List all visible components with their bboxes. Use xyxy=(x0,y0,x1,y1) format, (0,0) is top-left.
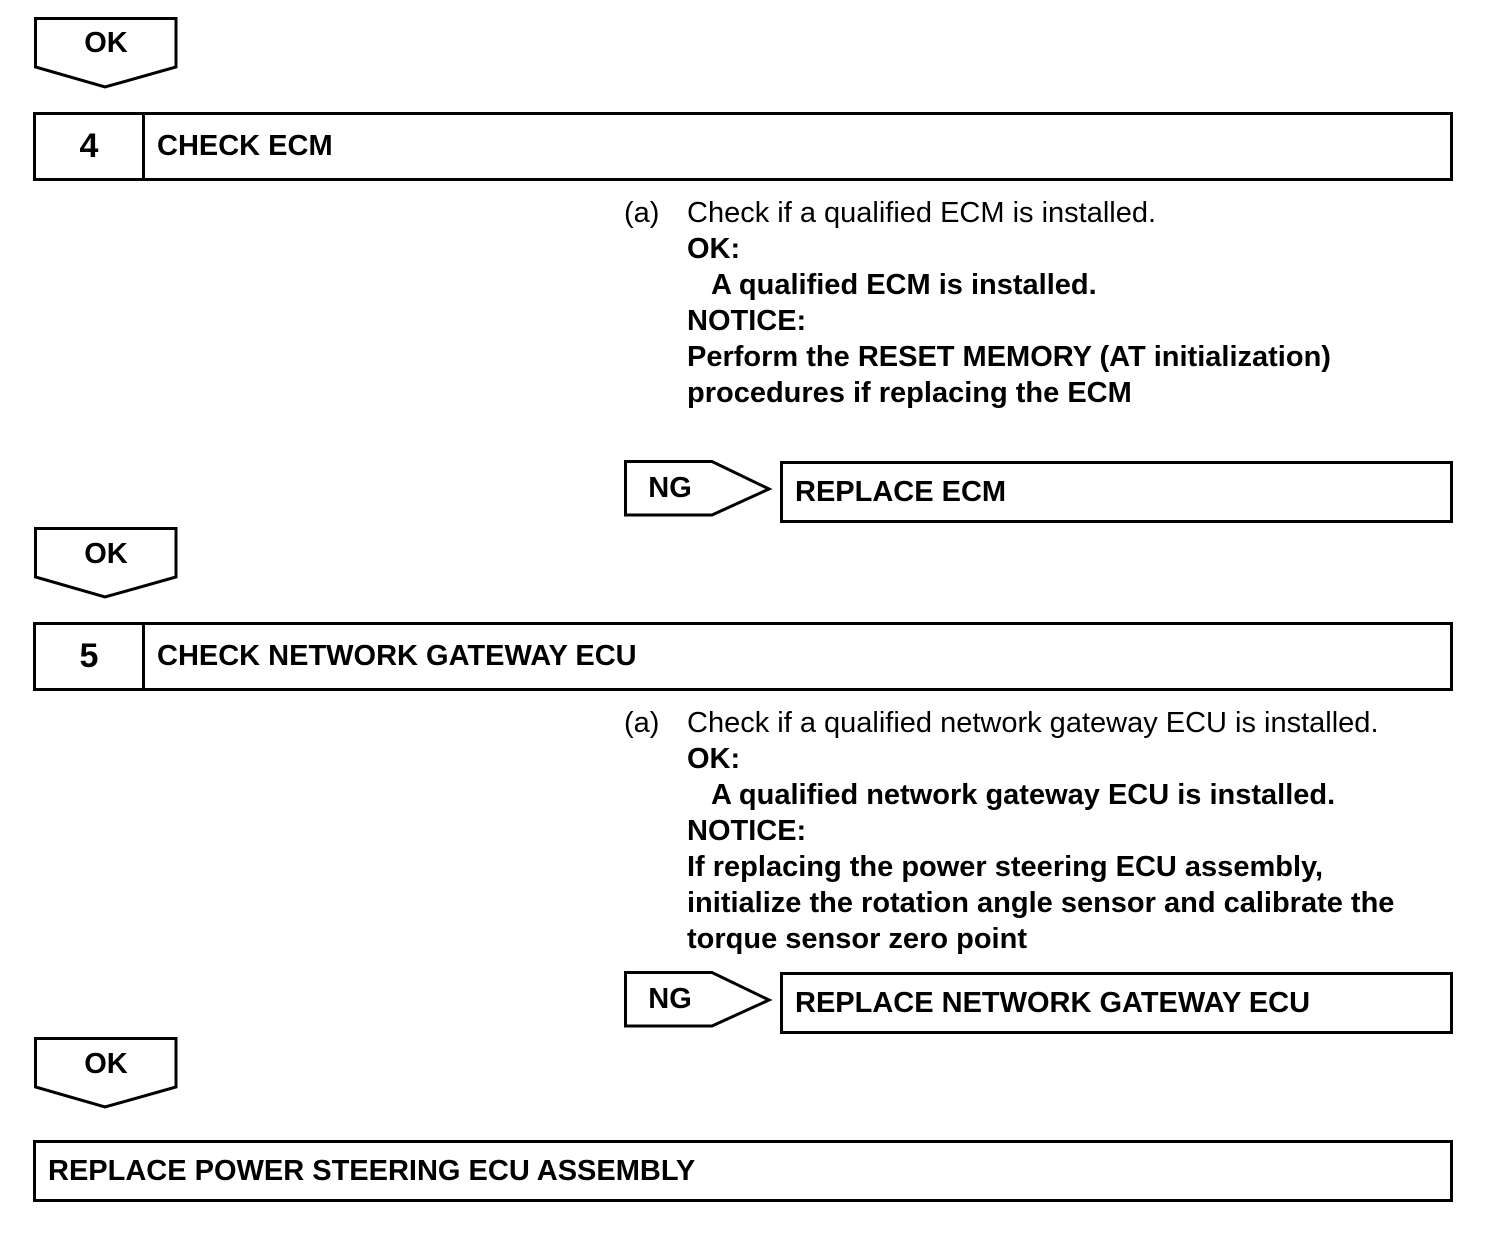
step-4-header: 4 CHECK ECM xyxy=(33,112,1453,181)
step-5-instructions: (a) Check if a qualified network gateway… xyxy=(624,705,1444,965)
ok-label: OK xyxy=(84,27,128,59)
ok-criteria-label: OK: xyxy=(687,233,741,265)
ok-arrow-shape xyxy=(34,1037,178,1109)
notice-label: NOTICE: xyxy=(687,815,807,847)
ok-criteria-label: OK: xyxy=(687,743,741,775)
notice-line: If replacing the power steering ECU asse… xyxy=(687,851,1324,883)
item-index: (a) xyxy=(624,707,660,739)
step-5-header: 5 CHECK NETWORK GATEWAY ECU xyxy=(33,622,1453,691)
ng-label: NG xyxy=(648,472,692,504)
ng-label: NG xyxy=(648,983,692,1015)
step-title: CHECK NETWORK GATEWAY ECU xyxy=(157,640,637,672)
notice-label: NOTICE: xyxy=(687,305,807,337)
instruction-text: Check if a qualified network gateway ECU… xyxy=(687,707,1379,739)
ok-label: OK xyxy=(84,1048,128,1080)
notice-line: initialize the rotation angle sensor and… xyxy=(687,887,1395,919)
item-index: (a) xyxy=(624,197,660,229)
ng-arrow-shape xyxy=(624,460,773,517)
notice-line: Perform the RESET MEMORY (AT initializat… xyxy=(687,341,1331,373)
final-action: REPLACE POWER STEERING ECU ASSEMBLY xyxy=(33,1140,1453,1202)
ng-action-step-4: REPLACE ECM xyxy=(780,461,1453,523)
instruction-text: Check if a qualified ECM is installed. xyxy=(687,197,1157,229)
item-body: Check if a qualified network gateway ECU… xyxy=(687,705,1394,957)
ng-action-step-5: REPLACE NETWORK GATEWAY ECU xyxy=(780,972,1453,1034)
item-body: Check if a qualified ECM is installed. O… xyxy=(687,195,1331,411)
notice-line: torque sensor zero point xyxy=(687,923,1027,955)
notice-line: procedures if replacing the ECM xyxy=(687,377,1132,409)
step-number: 4 xyxy=(36,115,145,178)
step-4-instructions: (a) Check if a qualified ECM is installe… xyxy=(624,195,1444,415)
ng-arrow-shape xyxy=(624,971,773,1028)
step-title: CHECK ECM xyxy=(157,130,333,162)
ok-arrow-shape xyxy=(34,17,178,89)
ok-criteria-text: A qualified network gateway ECU is insta… xyxy=(711,779,1336,811)
ok-arrow-shape xyxy=(34,527,178,599)
step-number: 5 xyxy=(36,625,145,688)
ok-criteria-text: A qualified ECM is installed. xyxy=(711,269,1097,301)
ok-label: OK xyxy=(84,538,128,570)
